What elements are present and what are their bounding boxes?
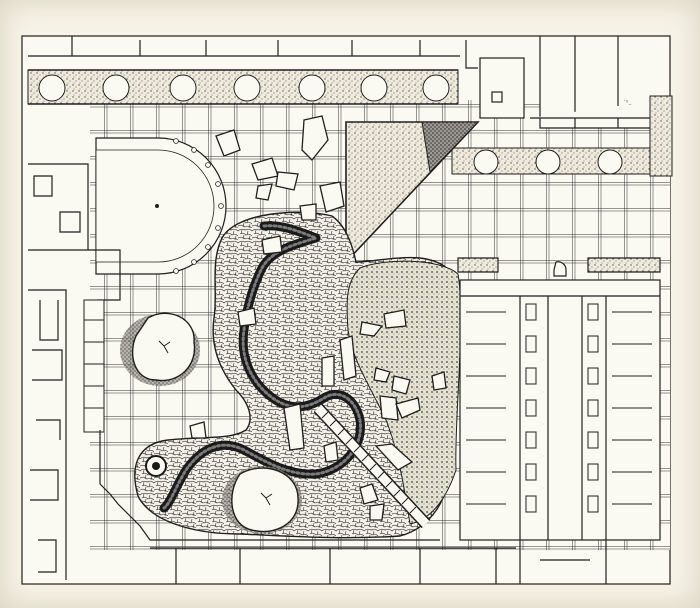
east-building [457,257,661,584]
tree-canopy [38,74,66,102]
boulder [431,371,447,391]
boulder [395,397,421,419]
tree-canopy [169,74,197,102]
boulder [391,375,411,395]
boulder [283,403,305,451]
boulder-group [189,115,447,521]
boulder [369,503,385,521]
boulder [359,321,384,337]
boulder [379,395,399,421]
boulder [319,181,345,213]
tree-canopy [597,149,623,175]
boulder [323,441,339,463]
north-facade [28,36,460,57]
boulder [237,307,257,327]
tree-canopy [233,74,261,102]
large-tree-south [222,466,302,534]
boulder [255,183,273,201]
boulder [189,421,207,439]
semicircular-plaza [95,137,227,275]
boulder [275,171,299,191]
building-block [465,36,663,129]
boulder [374,443,414,471]
boulder [301,115,329,161]
boulder [321,355,335,387]
boulder [373,367,391,383]
tree-canopy [298,74,326,102]
tree-canopy [231,467,299,533]
tree-canopy [422,74,450,102]
north-tree-row [38,74,450,102]
east-tree-row [473,149,623,175]
colonnade [83,299,105,433]
large-tree-west [120,312,200,386]
boulder [359,483,379,505]
tree-canopy [473,149,499,175]
boulder [383,309,407,329]
boulder [215,129,241,157]
tree-canopy [132,312,196,382]
stepping-stone-path [313,403,431,529]
tree-canopy [360,74,388,102]
tree-canopy [535,149,561,175]
tree-canopy [102,74,130,102]
south-edge [99,430,516,584]
west-building [28,163,121,580]
boulder [261,235,283,255]
boulder [339,335,357,381]
boulder [299,203,317,221]
